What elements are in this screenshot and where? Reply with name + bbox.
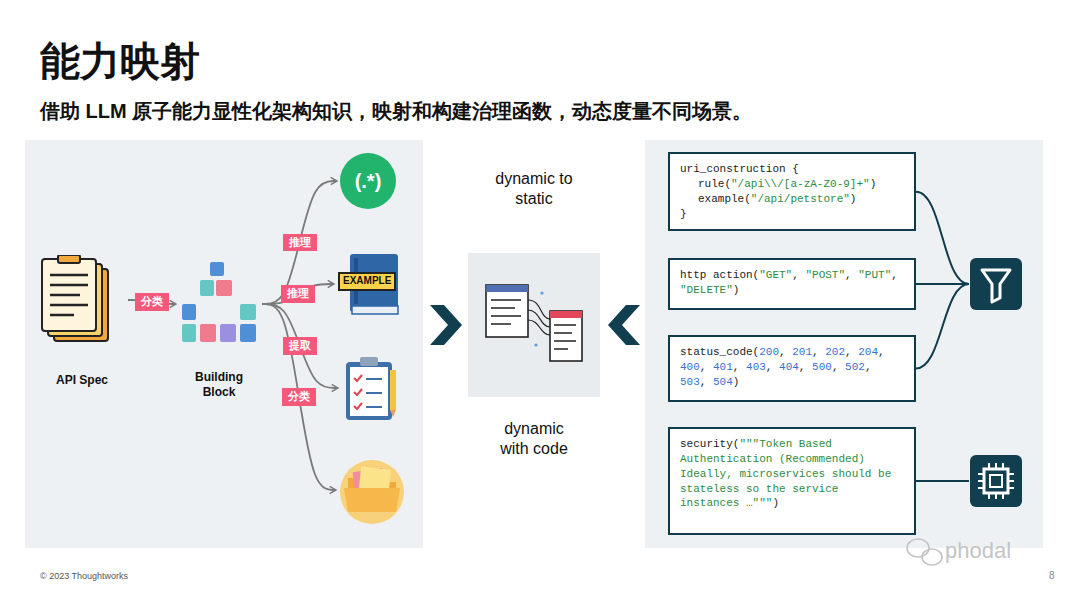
edge-tag: 推理 [283,234,317,251]
edge-tag: 分类 [282,388,316,405]
clipboard-icon [346,357,396,420]
chip-icon [970,455,1022,507]
edge-tag: 分类 [135,293,169,310]
filter-icon [970,258,1022,310]
node-text: API Spec [38,373,126,388]
code-line: status_code(200, 201, 202, 204, 400, 401… [680,345,904,390]
document-icon [38,255,126,351]
folder-icon [340,460,404,524]
node-text: dynamic to static [494,169,574,209]
chevron-left [608,305,640,345]
code-line: } [680,207,904,222]
code-line: rule("/api\\/[a-zA-Z0-9]+") [680,177,904,192]
chevron-right [430,305,462,345]
code-box: security("""Token Based Authentication (… [668,427,916,535]
regex-node: (.*) [339,152,397,210]
spec-node: API Spec [38,255,126,395]
code-box: uri_construction {rule("/api\\/[a-zA-Z0-… [668,152,916,231]
edge-tag: 推理 [281,285,315,302]
node-text: EXAMPLE [338,272,396,291]
code-line: example("/api/petstore") [680,192,904,207]
flow-arrow [262,181,337,304]
flow-arrow [262,284,334,304]
leader-arrow [262,304,336,490]
document-map-icon [468,253,600,397]
node-text: Building Block [178,370,260,400]
code-box: http action("GET", "POST", "PUT", "DELET… [668,258,916,310]
page-number: 8 [1049,570,1055,581]
node-text: dynamic with code [494,419,574,459]
leader-arrow [262,304,338,388]
node-text: (.*) [355,169,382,194]
function-link [916,283,969,285]
watermark-icon [907,539,942,565]
footer-copyright: © 2023 Thoughtworks [40,571,128,581]
code-line: uri_construction { [680,162,904,177]
code-line: http action("GET", "POST", "PUT", "DELET… [680,268,904,298]
function-link [916,284,969,369]
subtitle: 借助 LLM 原子能力显性化架构知识，映射和构建治理函数，动态度量不同场景。 [40,98,752,125]
building-block-node: Building Block [178,258,260,398]
right-panel [645,140,1043,548]
watermark: phodal [945,538,1011,564]
transform-node: dynamic to staticdynamic with code [468,253,600,397]
slide-title: 能力映射 [40,34,200,89]
function-link [916,192,969,284]
function-link [916,480,969,482]
left-panel [25,140,423,548]
edge-tag: 提取 [283,337,317,354]
code-line: security("""Token Based Authentication (… [680,437,904,511]
code-box: status_code(200, 201, 202, 204, 400, 401… [668,335,916,402]
example-node: EXAMPLE [336,250,402,318]
building-block-icon [178,258,260,350]
